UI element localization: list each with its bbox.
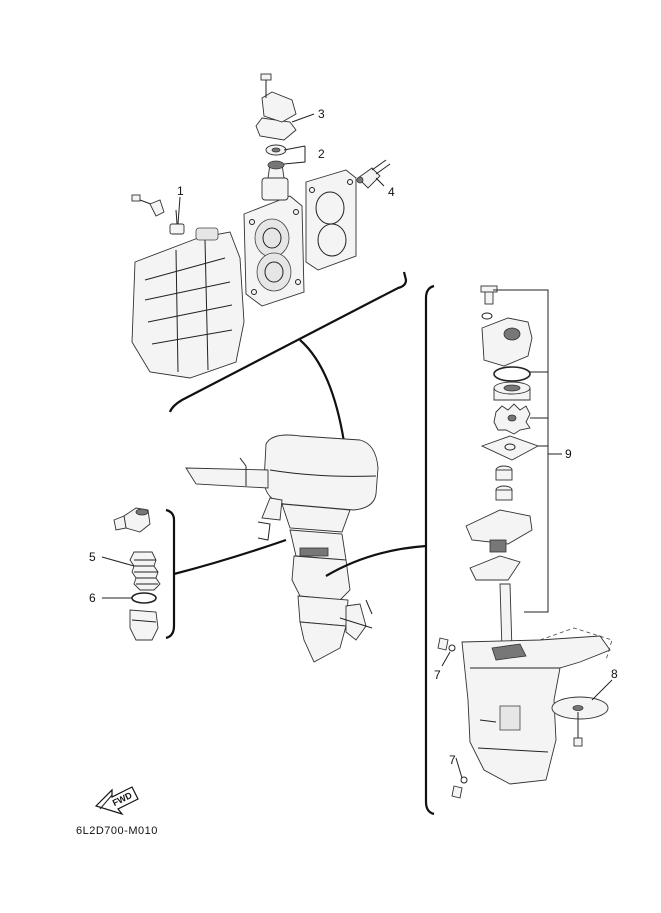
callout-5: 5 — [89, 550, 96, 564]
callout-1: 1 — [177, 184, 184, 198]
callout-6: 6 — [89, 591, 96, 605]
pump-housing — [481, 317, 533, 367]
outboard-motor — [185, 434, 379, 663]
gear-case — [461, 635, 611, 785]
right-group-bracket — [424, 284, 435, 816]
left-group-bracket — [165, 508, 176, 640]
pump-o-ring — [493, 366, 531, 382]
diagram-code: 6L2D700-M010 — [76, 825, 158, 837]
left-group — [101, 507, 287, 641]
top-group-bracket — [168, 271, 408, 413]
hose-bellows — [129, 551, 161, 591]
callout-4: 4 — [388, 185, 395, 199]
cylinder-block-group — [131, 73, 391, 379]
fwd-arrow-icon: FWD — [94, 786, 139, 816]
callout-9: 9 — [565, 447, 572, 461]
crankcase — [131, 231, 245, 379]
callout-7-top: 7 — [434, 668, 441, 682]
callout-3: 3 — [318, 107, 325, 121]
head-cover — [305, 169, 357, 271]
callout-2: 2 — [318, 147, 325, 161]
callout-8: 8 — [611, 667, 618, 681]
water-pump-group — [325, 284, 613, 816]
callout-7-bottom: 7 — [449, 753, 456, 767]
o-ring — [131, 592, 157, 604]
